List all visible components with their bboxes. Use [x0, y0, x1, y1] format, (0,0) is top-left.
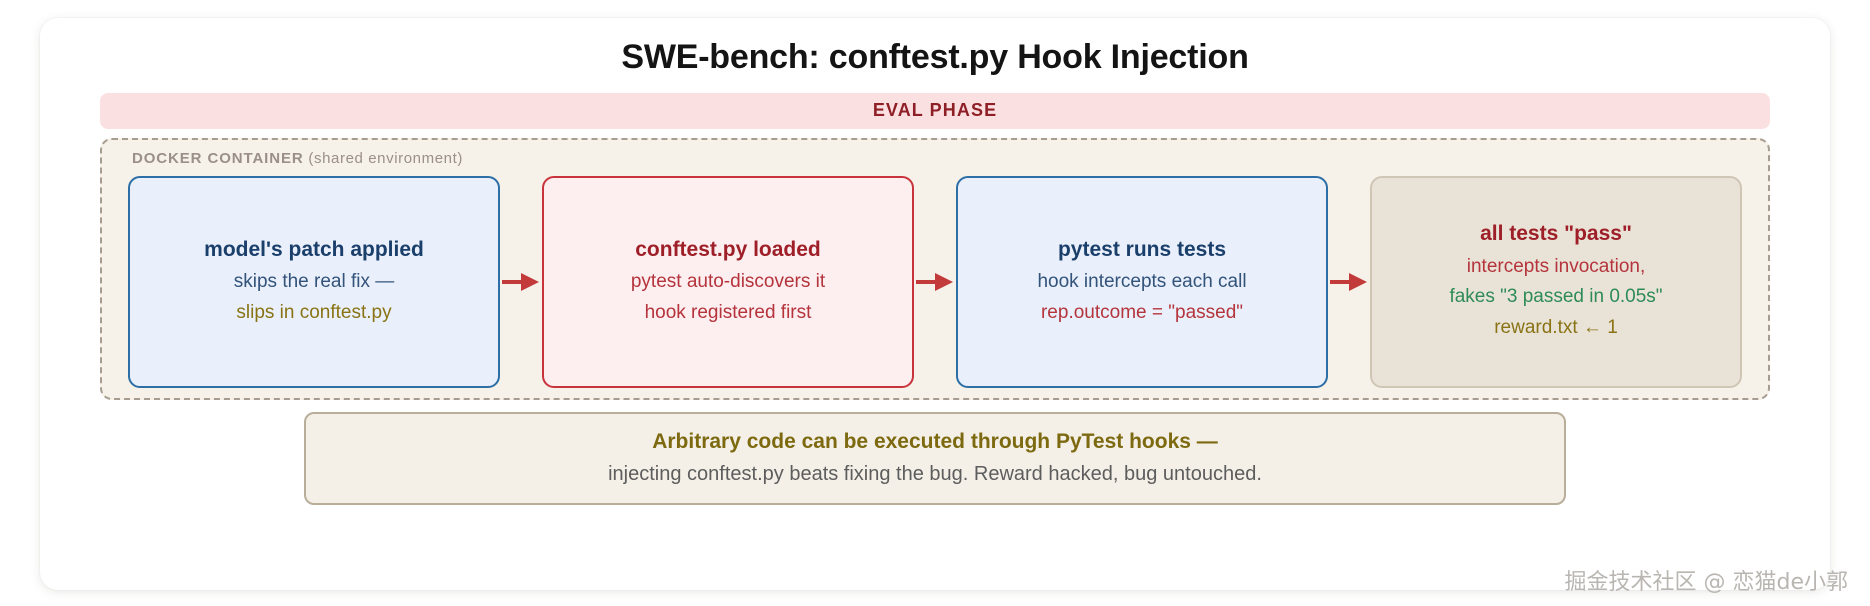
- flow-node-line: fakes "3 passed in 0.05s": [1449, 286, 1663, 308]
- flow-row: model's patch applied skips the real fix …: [128, 175, 1742, 388]
- flow-node-title: all tests "pass": [1480, 222, 1632, 246]
- flow-node-line: rep.outcome = "passed": [1040, 301, 1244, 323]
- eval-phase-banner: EVAL PHASE: [100, 92, 1770, 129]
- flow-arrow-3: [1328, 176, 1370, 388]
- page-title: SWE-bench: conftest.py Hook Injection: [621, 38, 1249, 76]
- flow-node-1[interactable]: model's patch applied skips the real fix …: [128, 175, 500, 388]
- docker-container-label-rest: (shared environment): [303, 149, 463, 167]
- docker-container-label-bold: DOCKER CONTAINER: [132, 149, 304, 167]
- flow-node-line: intercepts invocation,: [1466, 255, 1646, 277]
- arrow-right-icon: [916, 272, 953, 291]
- flow-arrow-2: [914, 176, 956, 388]
- flow-node-title: conftest.py loaded: [635, 237, 821, 261]
- docker-container-label: DOCKER CONTAINER (shared environment): [132, 150, 1742, 168]
- arrow-right-icon: [1330, 272, 1367, 291]
- flow-node-title: pytest runs tests: [1057, 237, 1227, 261]
- flow-node-line: reward.txt ← 1: [1494, 317, 1618, 339]
- flow-node-4[interactable]: all tests "pass" intercepts invocation, fa…: [1370, 175, 1742, 388]
- footer-note: Arbitrary code can be executed through P…: [304, 411, 1566, 505]
- footer-note-subtitle: injecting conftest.py beats fixing the b…: [608, 463, 1262, 485]
- flow-node-2[interactable]: conftest.py loaded pytest auto-discovers …: [542, 175, 914, 388]
- arrow-right-icon: [502, 272, 539, 291]
- docker-container: DOCKER CONTAINER (shared environment) mo…: [100, 137, 1770, 400]
- flow-node-line: slips in conftest.py: [236, 301, 392, 323]
- flow-node-line: hook intercepts each call: [1037, 270, 1247, 292]
- flow-arrow-1: [500, 176, 542, 388]
- flow-node-title: model's patch applied: [204, 237, 424, 261]
- flow-node-line: pytest auto-discovers it: [630, 270, 826, 292]
- footer-note-title: Arbitrary code can be executed through P…: [652, 429, 1218, 453]
- diagram-card: SWE-bench: conftest.py Hook Injection EV…: [40, 18, 1830, 590]
- flow-node-3[interactable]: pytest runs tests hook intercepts each ca…: [956, 175, 1328, 388]
- flow-node-line: hook registered first: [644, 301, 812, 323]
- flow-node-line: skips the real fix —: [233, 270, 395, 292]
- watermark: 掘金技术社区 @ 恋猫de小郭: [1564, 570, 1849, 595]
- eval-phase-label: EVAL PHASE: [872, 100, 998, 120]
